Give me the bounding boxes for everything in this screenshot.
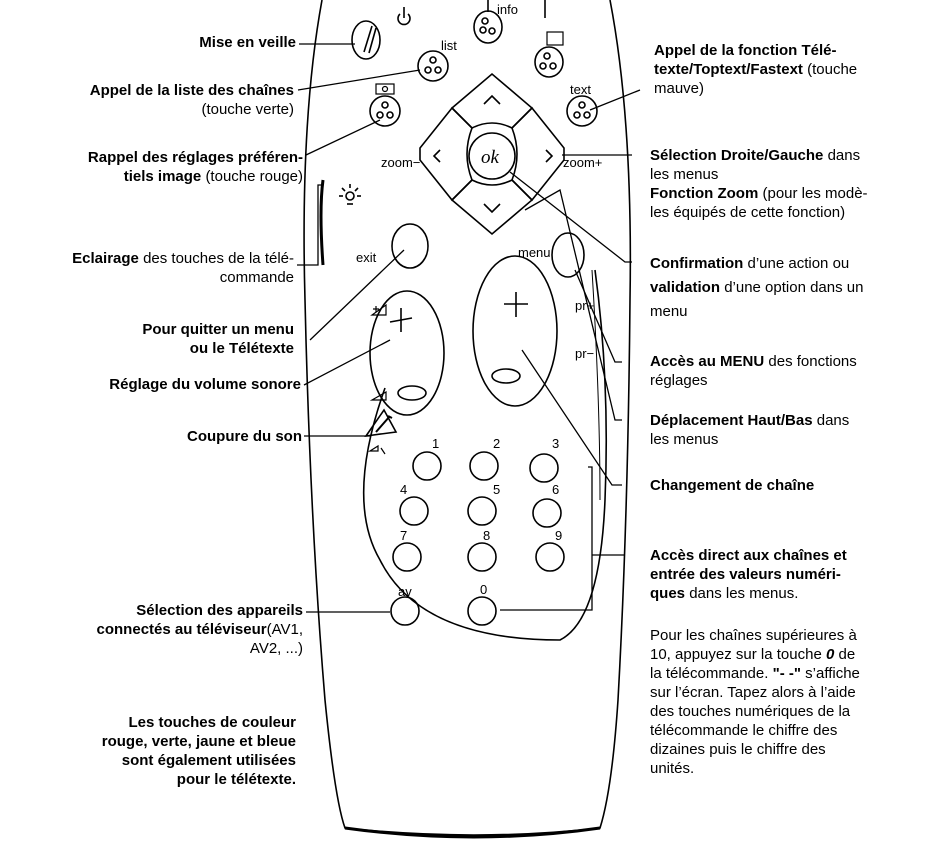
label-standby: Mise en veille (199, 34, 296, 51)
digit-3-button[interactable] (529, 453, 559, 483)
digit-9-label: 9 (555, 528, 562, 543)
digit-0-button[interactable] (467, 596, 497, 626)
label-up-down: Déplacement Haut/Bas dans les menus (650, 412, 850, 448)
format-button[interactable] (534, 46, 564, 78)
leader-lines (297, 43, 641, 613)
text-key-label: text (570, 82, 591, 97)
label-picture-preferences: Rappel des réglages préféren- tiels imag… (87, 149, 303, 185)
list-key-label: list (441, 38, 457, 53)
digit-5-button[interactable] (467, 496, 497, 526)
label-mute: Coupure du son (187, 428, 302, 445)
digit-5-label: 5 (493, 482, 500, 497)
light-icon (339, 184, 361, 205)
digit-8-button[interactable] (467, 542, 497, 572)
digit-3-label: 3 (552, 436, 559, 451)
nav-left-button[interactable] (419, 106, 473, 202)
digit-7-label: 7 (400, 528, 407, 543)
remote-base (344, 826, 601, 839)
programme-rocker[interactable] (472, 255, 558, 407)
digit-1-button[interactable] (412, 451, 442, 481)
remote-inner-panel (362, 269, 608, 641)
digit-9-button[interactable] (535, 542, 565, 572)
label-menu-access: Accès au MENU des fonctions réglages (650, 353, 857, 389)
digit-4-label: 4 (400, 482, 407, 497)
volume-down-icon (369, 390, 387, 401)
label-channel-change: Changement de chaîne (650, 477, 815, 494)
light-switch[interactable] (319, 179, 325, 266)
pr-plus-label: pr+ (575, 298, 594, 313)
mute-button[interactable] (364, 408, 398, 438)
digit-2-label: 2 (493, 436, 500, 451)
label-device-select: Sélection des appareils connectés au tél… (96, 602, 303, 657)
volume-up-icon (370, 303, 387, 316)
picture-preferences-button[interactable] (369, 95, 401, 127)
remote-body (303, 0, 632, 836)
exit-button[interactable] (391, 223, 429, 269)
digit-8-label: 8 (483, 528, 490, 543)
menu-key-label: menu (518, 245, 551, 260)
label-above-ten: Pour les chaînes supérieures à 10, appuy… (650, 627, 860, 777)
label-left-right: Sélection Droite/Gauche dans les menus F… (650, 147, 868, 221)
list-button[interactable] (417, 50, 449, 82)
volume-rocker[interactable] (369, 290, 445, 416)
pr-minus-label: pr− (575, 346, 594, 361)
av-button[interactable] (390, 596, 420, 626)
label-color-keys: Les touches de couleur rouge, verte, jau… (101, 714, 296, 788)
label-quit-menu: Pour quitter un menu ou le Télétexte (142, 321, 294, 357)
ok-button[interactable] (468, 132, 516, 180)
zoom-minus-label: zoom− (381, 155, 420, 170)
label-lighting: Eclairage des touches de la télé- comman… (72, 250, 294, 286)
menu-button[interactable] (551, 232, 585, 278)
nav-right-button[interactable] (511, 106, 565, 202)
digit-0-label: 0 (480, 582, 487, 597)
label-channel-list: Appel de la liste des chaînes (touche ve… (89, 82, 294, 118)
info-key-label: info (497, 2, 518, 17)
exit-key-label: exit (356, 250, 377, 265)
teletext-button[interactable] (566, 95, 598, 127)
digit-6-label: 6 (552, 482, 559, 497)
label-teletext: Appel de la fonction Télé- texte/Toptext… (654, 42, 858, 97)
label-volume: Réglage du volume sonore (109, 376, 301, 393)
label-direct-access: Accès direct aux chaînes et entrée des v… (650, 547, 847, 602)
picture-format-icon (546, 31, 564, 46)
label-confirm: Confirmation d’une action ou validation … (650, 255, 864, 320)
mute-icon (367, 444, 386, 455)
digit-4-button[interactable] (399, 496, 429, 526)
digit-7-button[interactable] (392, 542, 422, 572)
zoom-plus-label: zoom+ (563, 155, 602, 170)
digit-6-button[interactable] (532, 498, 562, 528)
digit-2-button[interactable] (469, 451, 499, 481)
ok-key-label: ok (481, 147, 500, 168)
standby-button[interactable] (351, 20, 381, 60)
camera-icon (375, 83, 395, 95)
digit-1-label: 1 (432, 436, 439, 451)
av-key-label: av (398, 584, 412, 599)
power-icon (397, 7, 411, 26)
